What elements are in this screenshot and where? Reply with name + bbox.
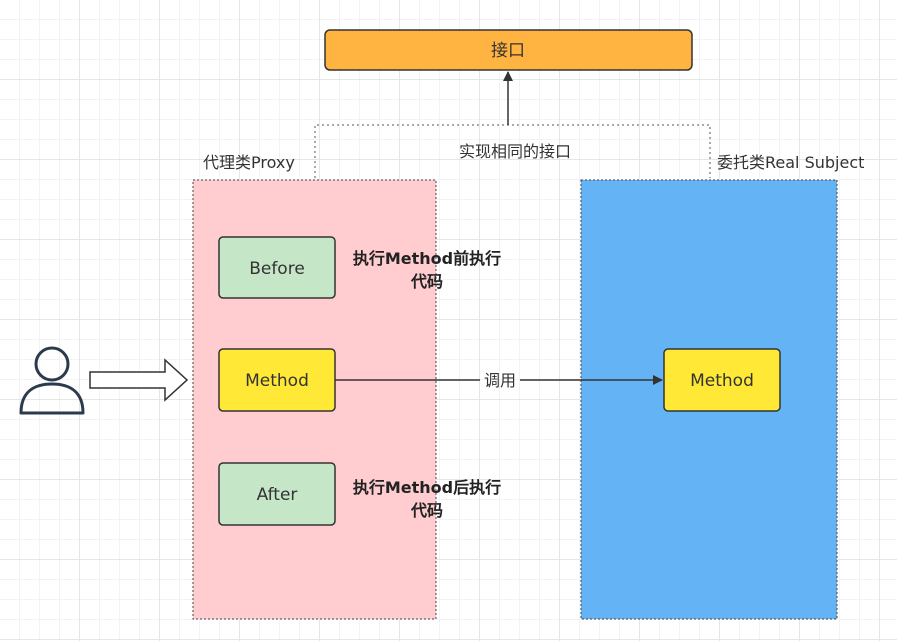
interface-label: 接口 <box>491 41 525 61</box>
before-box[interactable] <box>218 236 336 299</box>
proxy-method-label: Method <box>245 371 309 391</box>
after-label: After <box>257 485 298 505</box>
after-note-line-2: 代码 <box>410 501 443 520</box>
implement-label: 实现相同的接口 <box>459 142 571 161</box>
before-note-line-2: 代码 <box>410 272 443 291</box>
call-label: 调用 <box>484 371 516 390</box>
real-subject-title: 委托类Real Subject <box>717 153 864 172</box>
real-method-label: Method <box>690 371 754 391</box>
implement-connector <box>314 124 711 178</box>
before-label: Before <box>249 259 305 279</box>
before-note-line-1: 执行Method前执行 <box>353 249 501 268</box>
proxy-title: 代理类Proxy <box>203 153 295 172</box>
user-icon[interactable] <box>19 346 85 415</box>
after-box[interactable] <box>218 462 336 526</box>
real-method-box[interactable] <box>663 348 781 412</box>
after-note-line-1: 执行Method后执行 <box>353 478 501 497</box>
interface-box[interactable] <box>324 29 693 71</box>
request-arrow <box>89 358 189 402</box>
